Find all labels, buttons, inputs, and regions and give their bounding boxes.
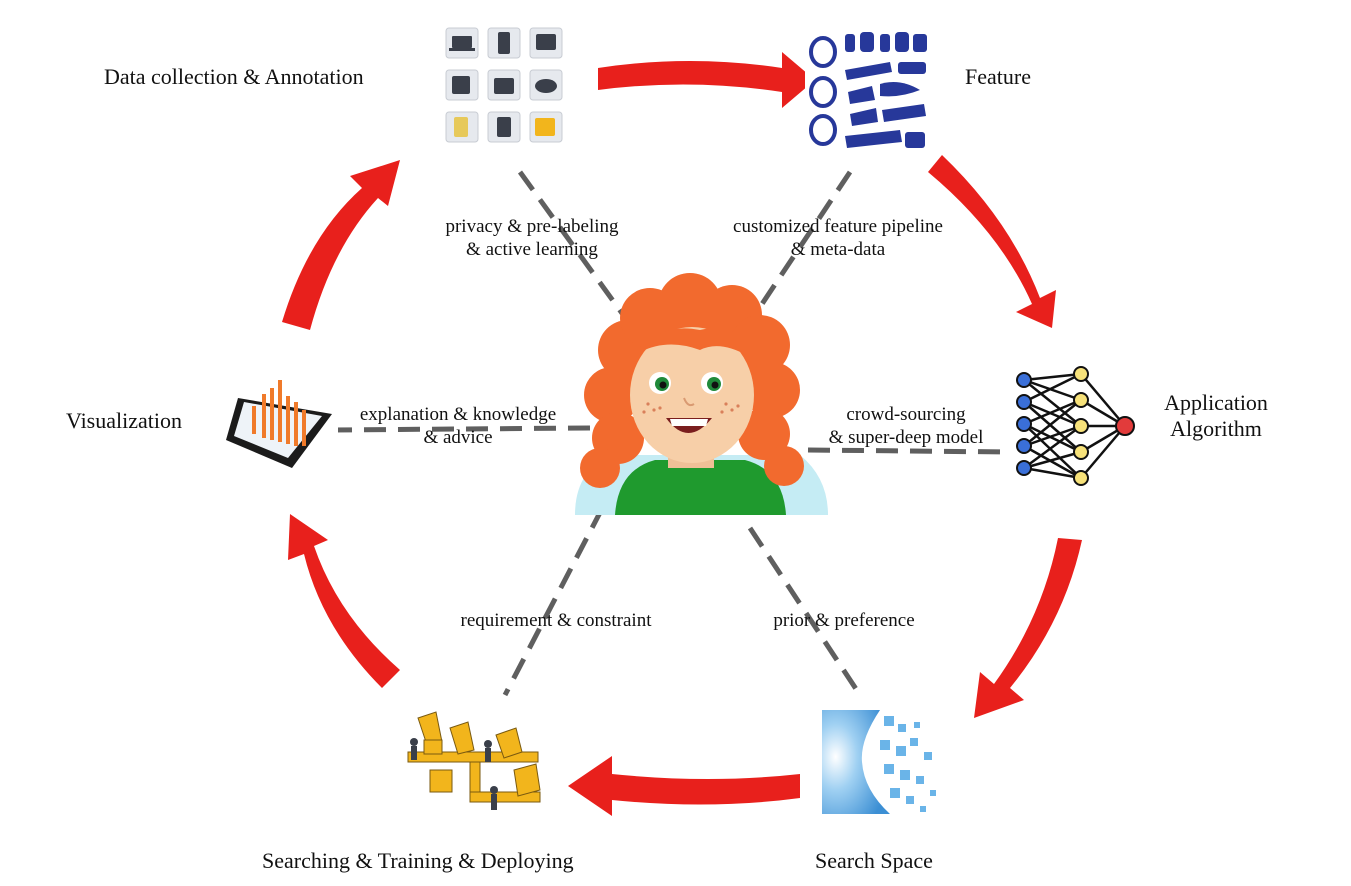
stage-label-searching-training: Searching & Training & Deploying (262, 848, 574, 873)
edge-line-2: & advice (423, 426, 493, 448)
arrow-to-searching (568, 756, 800, 816)
arrow-to-data-collection (282, 160, 400, 330)
arrow-to-visualization (288, 514, 400, 688)
person-avatar-icon (575, 273, 828, 515)
tablet-chart-icon (216, 360, 338, 476)
edge-label-search-space: prior & preference (773, 610, 915, 631)
stage-label-search-space: Search Space (815, 848, 933, 873)
brush-strokes-icon (805, 28, 931, 155)
cycle-arrows (282, 52, 1082, 816)
edge-label-data-collection: privacy & pre-labeling & active learning (410, 216, 654, 262)
stage-label-application-algorithm: Application Algorithm (1152, 390, 1280, 443)
connector-visualization (329, 425, 591, 433)
stage-label-application: Application (1164, 390, 1268, 415)
edge-label-visualization: explanation & knowledge & advice (330, 404, 586, 450)
edge-label-feature: customized feature pipeline & meta-data (700, 216, 976, 262)
industrial-robots-icon (400, 704, 548, 824)
arrow-to-search-space (974, 538, 1082, 718)
stage-label-data-collection: Data collection & Annotation (104, 64, 364, 89)
edge-line-2: & active learning (466, 238, 598, 260)
stage-label-algorithm: Algorithm (1170, 416, 1262, 442)
device-grid-icon (440, 22, 565, 144)
stage-label-feature: Feature (965, 64, 1031, 89)
edge-line-1: explanation & knowledge (359, 404, 557, 425)
connector-application (807, 447, 1011, 455)
edge-label-searching-training: requirement & constraint (460, 610, 652, 631)
edge-line-1: crowd-sourcing (846, 404, 966, 425)
edge-label-application-algorithm: crowd-sourcing & super-deep model (806, 404, 1006, 450)
edge-line-1: customized feature pipeline (733, 216, 943, 237)
arrow-to-application (928, 155, 1056, 328)
neural-network-icon (1010, 362, 1135, 492)
stage-label-visualization: Visualization (66, 408, 182, 433)
tiled-mosaic-icon (818, 706, 940, 818)
arrow-to-feature (598, 52, 815, 108)
edge-line-1: privacy & pre-labeling (445, 216, 619, 237)
edge-line-2: & meta-data (790, 238, 886, 260)
edge-line-2: & super-deep model (828, 426, 984, 448)
